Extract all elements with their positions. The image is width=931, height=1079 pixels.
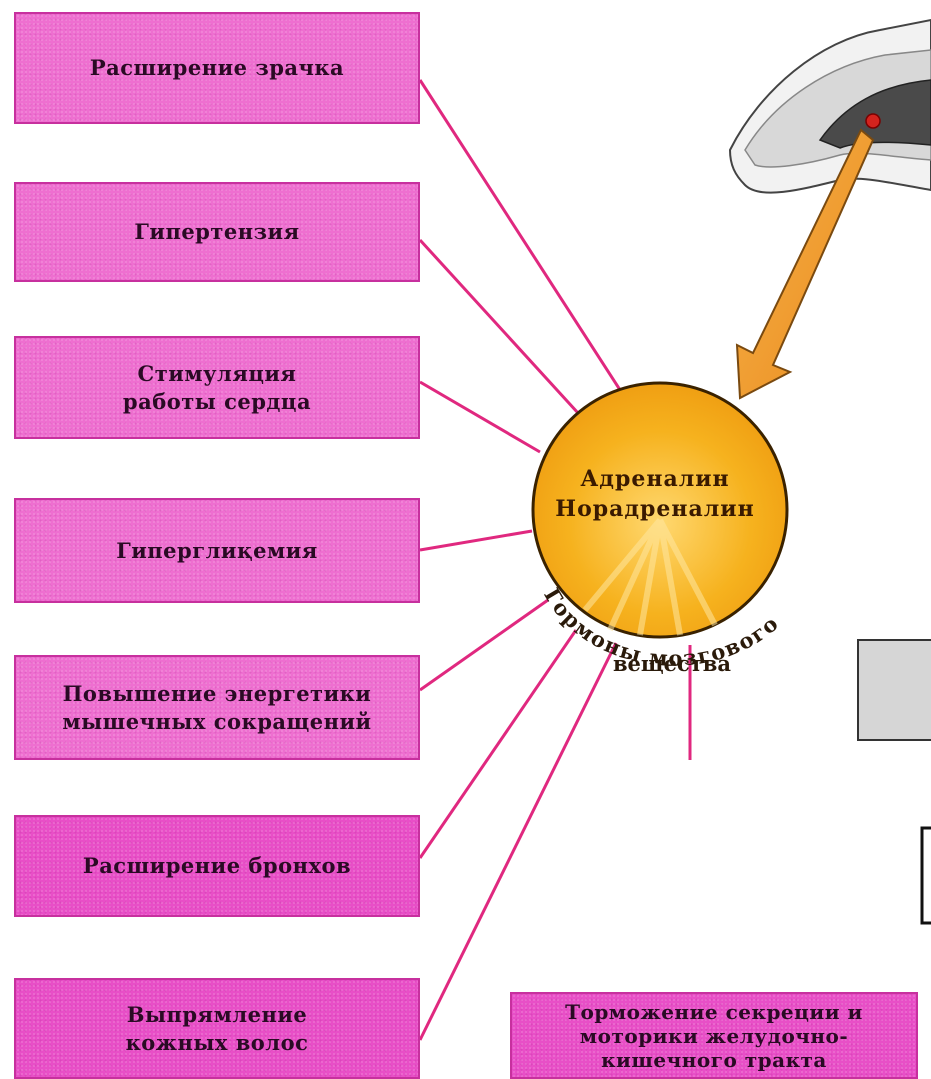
- adrenal-gland-illustration: [728, 18, 931, 194]
- box-bronchi-dilation: Расширение бронхов: [14, 815, 420, 917]
- line-bronchi: [418, 629, 578, 859]
- connector-lines: [418, 79, 692, 1041]
- line-hair: [418, 642, 618, 1041]
- line-muscle: [419, 598, 549, 692]
- line-heart: [419, 380, 541, 454]
- box-heart-stimulation: Стимуляция работы сердца: [14, 336, 420, 439]
- hormone-circle: [531, 381, 789, 639]
- hormone-noradrenaline: Норадреналин: [555, 495, 755, 522]
- line-hyperglycemia: [419, 529, 533, 552]
- line-hypertension: [418, 238, 580, 415]
- arc-caption-2: вещества: [613, 651, 731, 676]
- box-hypertension: Гипертензия: [14, 182, 420, 282]
- box-muscle-energy: Повышение энергетики мышечных сокращений: [14, 655, 420, 760]
- box-hyperglycemia: Гиперглиқемия: [14, 498, 420, 603]
- line-pupil: [418, 79, 624, 394]
- hormone-labels: Адреналин Норадреналин: [545, 465, 765, 524]
- hormone-adrenaline: Адреналин: [580, 466, 730, 492]
- right-edge-boxes: [857, 639, 931, 925]
- secretion-arrow: [735, 128, 875, 400]
- box-hair-erection: Выпрямление кожных волос: [14, 978, 420, 1079]
- box-gi-inhibition: Торможение секреции и моторики желудочно…: [510, 992, 918, 1079]
- box-pupil-dilation: Расширение зрачка: [14, 12, 420, 124]
